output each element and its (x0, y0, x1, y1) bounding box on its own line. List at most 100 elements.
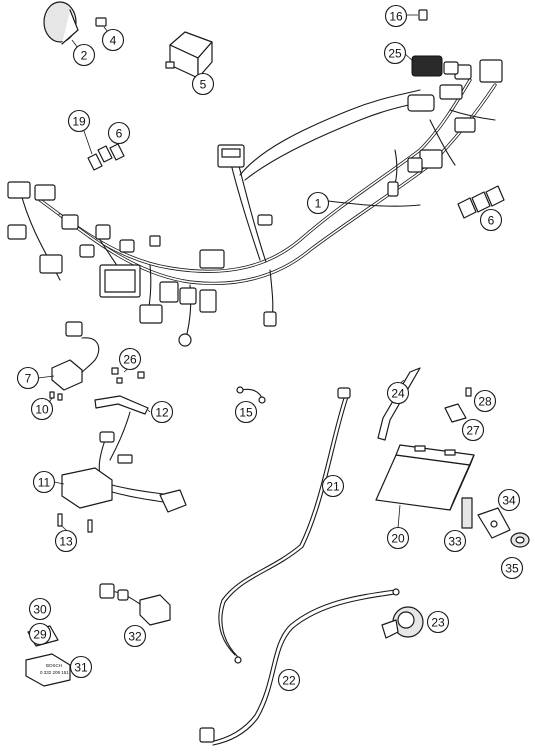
callout-number: 5 (200, 78, 207, 92)
clamp-27 (444, 403, 467, 423)
callout-29: 29 (28, 622, 52, 646)
callout-4: 4 (101, 28, 125, 52)
callout-6: 6 (479, 208, 503, 232)
callout-circle (383, 41, 407, 65)
callout-number: 15 (239, 406, 253, 420)
callout-number: 20 (391, 532, 405, 546)
callout-number: 31 (74, 661, 88, 675)
callout-number: 28 (478, 395, 492, 409)
callout-19: 19 (67, 109, 91, 133)
callout-circle (479, 208, 503, 232)
callout-circle (69, 655, 93, 679)
callout-34: 34 (497, 488, 521, 512)
callout-23: 23 (426, 610, 450, 634)
callout-circle (461, 418, 485, 442)
callout-number: 21 (326, 480, 340, 494)
callout-circle (28, 597, 52, 621)
callout-35: 35 (500, 556, 524, 580)
callout-circle (30, 397, 54, 421)
callout-number: 26 (123, 353, 137, 367)
callout-circle (118, 347, 142, 371)
small-cable (236, 386, 266, 407)
screw-28 (465, 387, 472, 397)
regulator-unit (53, 411, 187, 537)
callout-circle (191, 72, 215, 96)
callout-circle (123, 624, 147, 648)
callout-1: 1 (306, 191, 330, 215)
callout-6: 6 (107, 121, 131, 145)
callout-number: 22 (282, 674, 296, 688)
callout-circle (321, 474, 345, 498)
callout-20: 20 (386, 526, 410, 550)
callout-number: 32 (128, 630, 142, 644)
callout-21: 21 (321, 474, 345, 498)
callout-number: 6 (116, 127, 123, 141)
callout-number: 29 (33, 628, 47, 642)
callout-33: 33 (443, 529, 467, 553)
callout-5: 5 (191, 72, 215, 96)
callout-circle (72, 43, 96, 67)
callout-number: 25 (388, 47, 402, 61)
callout-number: 12 (155, 406, 169, 420)
callout-22: 22 (277, 668, 301, 692)
callout-number: 27 (466, 424, 480, 438)
callout-circle (16, 366, 40, 390)
callout-31: 31 (69, 655, 93, 679)
callout-circle (386, 526, 410, 550)
callout-25: 25 (383, 41, 407, 65)
callout-circle (150, 400, 174, 424)
fuse-clip (406, 9, 428, 21)
callout-number: 1 (315, 197, 322, 211)
bracket-assembly (94, 366, 151, 415)
socket-34 (477, 507, 511, 539)
callout-number: 19 (72, 115, 86, 129)
fuse-set-right (457, 185, 505, 219)
cable-22 (199, 588, 400, 746)
callout-circle (32, 470, 56, 494)
callout-circle (28, 622, 52, 646)
callout-number: 33 (448, 535, 462, 549)
callout-number: 13 (59, 535, 73, 549)
callout-26: 26 (118, 347, 142, 371)
cap-35 (510, 532, 530, 548)
callout-16: 16 (384, 4, 408, 28)
callout-number: 16 (389, 10, 403, 24)
callout-circle (443, 529, 467, 553)
callout-circle (386, 381, 410, 405)
callout-circle (426, 610, 450, 634)
callout-27: 27 (461, 418, 485, 442)
callout-circle (384, 4, 408, 28)
cap-part (43, 1, 79, 49)
callout-number: 30 (33, 603, 47, 617)
callout-circle (101, 28, 125, 52)
callout-10: 10 (30, 397, 54, 421)
callout-number: 2 (81, 49, 88, 63)
callout-number: 24 (391, 387, 405, 401)
main-wiring-harness (7, 59, 503, 347)
callout-28: 28 (473, 389, 497, 413)
callout-circle (234, 400, 258, 424)
callout-15: 15 (234, 400, 258, 424)
callout-circle (473, 389, 497, 413)
fuse-set (83, 130, 125, 171)
callout-number: 35 (505, 562, 519, 576)
cable-21 (218, 387, 351, 664)
callout-number: 6 (488, 214, 495, 228)
foam-strip (461, 497, 473, 529)
callout-circle (497, 488, 521, 512)
callout-number: 23 (431, 616, 445, 630)
relay-box (165, 31, 213, 79)
callout-number: 11 (38, 476, 51, 490)
callout-2: 2 (72, 43, 96, 67)
callout-circle (67, 109, 91, 133)
bolt-part (95, 17, 109, 33)
callout-24: 24 (386, 381, 410, 405)
callout-number: 34 (502, 494, 516, 508)
relay-brand-text: BOSCH (46, 663, 62, 668)
sensor-unit (37, 321, 100, 405)
callout-circle (306, 191, 330, 215)
relay-code-text: 0 332 209 151 (40, 670, 69, 675)
callout-13: 13 (54, 529, 78, 553)
